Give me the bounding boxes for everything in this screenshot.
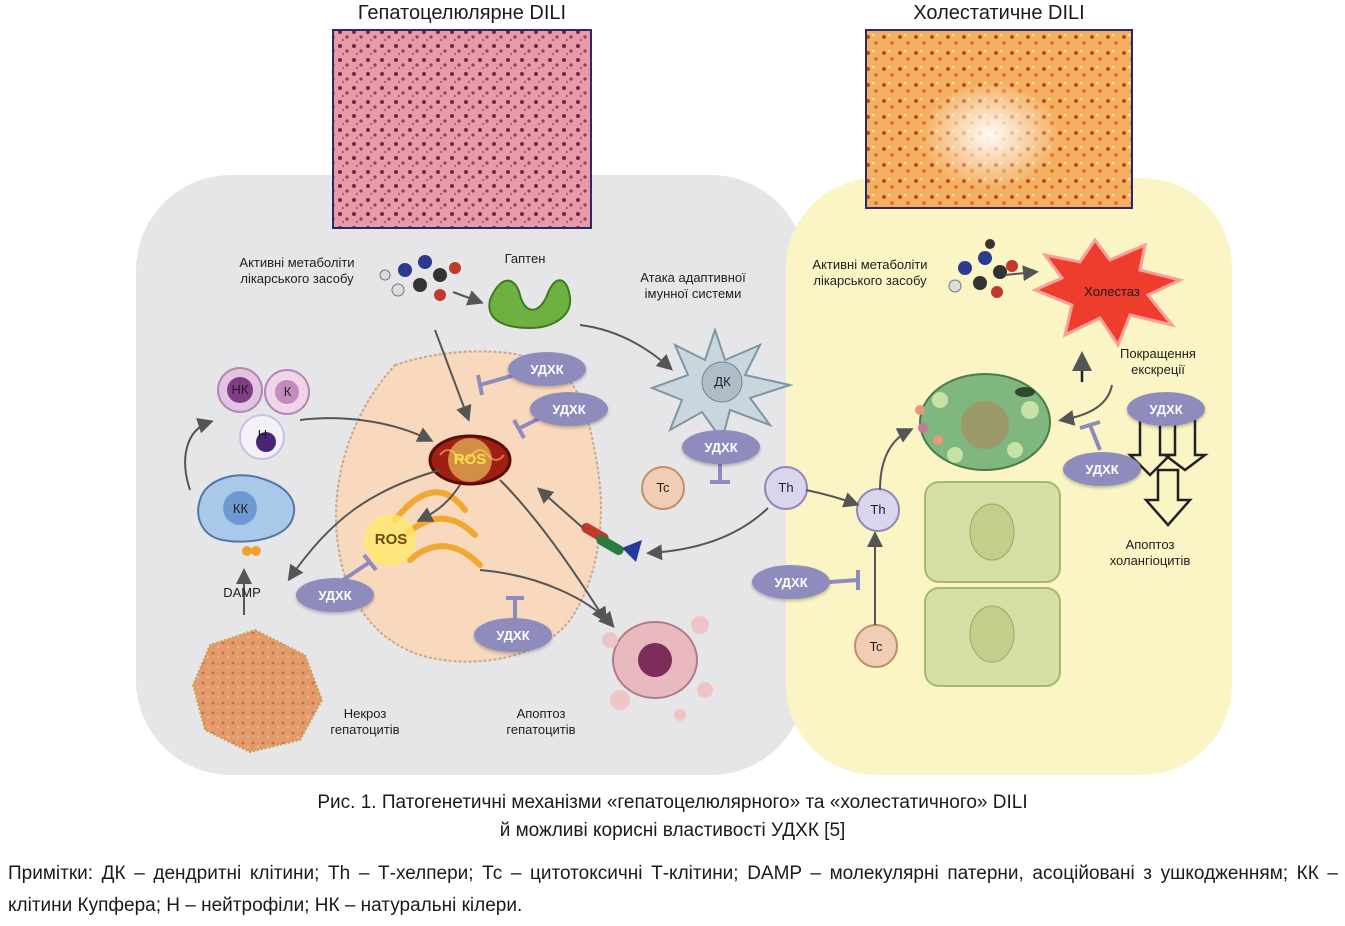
left-metabolites-label: Активні метаболіти лікарського засобу — [239, 255, 355, 286]
udxk-badge-3: УДХК — [682, 430, 760, 464]
bile-duct-cells — [915, 373, 1051, 471]
udxk-badge-4: УДХК — [296, 578, 374, 612]
diagram-canvas — [136, 29, 1232, 775]
molecule-left — [379, 255, 461, 301]
hapten-protein — [488, 279, 572, 330]
cholestasis-star — [1031, 237, 1185, 349]
receptor-complex — [581, 523, 642, 562]
tc-left-label: Tc — [656, 480, 670, 495]
necrosis-label: Некроз гепатоцитів — [330, 706, 400, 737]
damp-label: DAMP — [223, 585, 261, 600]
excretion-label: Покращення екскреції — [1120, 346, 1196, 377]
figure-notes: Примітки: ДК – дендритні клітини; Th – Т… — [8, 863, 1338, 916]
molecule-right — [948, 239, 1018, 298]
th-right-label: Th — [870, 502, 886, 517]
cholestasis-label: Холестаз — [1084, 284, 1140, 299]
udxk-badge-5: УДХК — [474, 618, 552, 652]
th-left-label: Th — [778, 480, 794, 495]
k-label: К — [283, 384, 292, 399]
histology-hepatocellular — [332, 29, 592, 229]
udxk-right-bottom: УДХК — [752, 565, 830, 599]
dk-label: ДК — [714, 374, 731, 389]
ros-er-label: ROS — [374, 531, 408, 548]
udxk-right-top: УДХК — [1127, 392, 1205, 426]
udxk-right-mid: УДХК — [1063, 452, 1141, 486]
right-metabolites-label: Активні метаболіти лікарського засобу — [812, 257, 928, 288]
kk-label: КК — [232, 501, 249, 516]
udxk-badge-1: УДХК — [508, 352, 586, 386]
left-panel-title: Гепатоцелюлярне DILI — [357, 2, 567, 24]
right-panel-title: Холестатичне DILI — [913, 2, 1085, 24]
cholangiocyte-apoptosis-label: Апоптоз холангіоцитів — [1109, 537, 1191, 568]
figure-caption-line2: й можливі корисні властивості УДХК [5] — [499, 820, 846, 841]
n-label: Н — [257, 427, 268, 442]
udxk-badge-2: УДХК — [530, 392, 608, 426]
hapten-label: Гаптен — [504, 251, 546, 266]
apoptotic-cell — [602, 616, 713, 721]
necrotic-cell — [191, 628, 324, 754]
ros-mito-label: ROS — [453, 451, 487, 468]
figure-caption-line1: Рис. 1. Патогенетичні механізми «гепатоц… — [317, 792, 1028, 813]
nk-label: НК — [231, 382, 249, 397]
tc-right-label: Tc — [869, 639, 883, 654]
adaptive-attack-label: Атака адаптивної імунної системи — [640, 270, 746, 301]
apoptosis-label: Апоптоз гепатоцитів — [506, 706, 576, 737]
figure: Гепатоцелюлярне DILI Холестатичне DILI А… — [136, 2, 1232, 775]
